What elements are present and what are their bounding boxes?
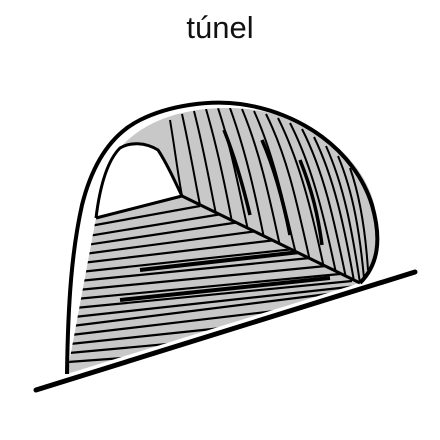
floor-hatching	[67, 204, 360, 364]
tunnel-seam	[181, 194, 361, 285]
arch-hatching	[169, 108, 369, 283]
ground-line	[33, 269, 418, 393]
tunnel-back-floor-edge	[95, 194, 183, 220]
word-label: túnel	[186, 10, 254, 45]
tunnel-opening-edge	[94, 142, 184, 219]
tunnel-outer-arch	[65, 100, 380, 375]
